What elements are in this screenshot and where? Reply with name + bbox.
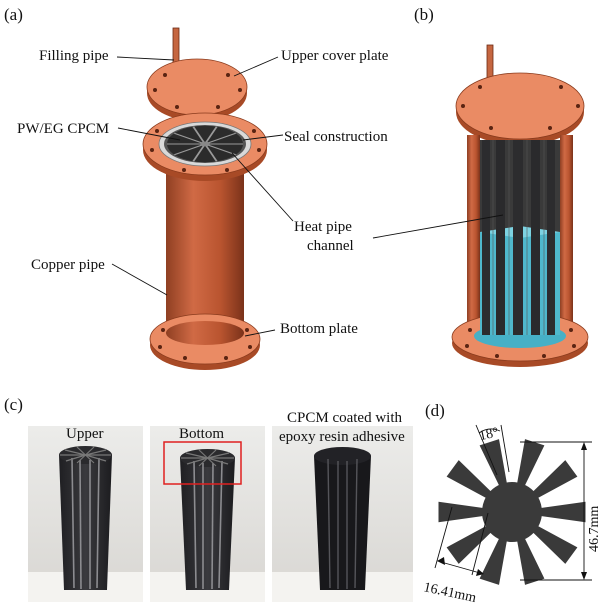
photo-upper bbox=[28, 426, 143, 602]
label-coated-line2: epoxy resin adhesive bbox=[279, 429, 405, 445]
label-filling-pipe: Filling pipe bbox=[39, 48, 109, 64]
label-bottom: Bottom bbox=[179, 426, 224, 442]
angle-dimension bbox=[475, 424, 510, 476]
panel-label-d: (d) bbox=[425, 401, 445, 420]
label-bottom-plate: Bottom plate bbox=[280, 321, 358, 337]
height-dimension bbox=[520, 441, 592, 581]
label-angle: 18° bbox=[478, 425, 500, 444]
photo-bottom bbox=[150, 426, 265, 602]
panel-a-leaders bbox=[111, 56, 294, 337]
pipe-side-left bbox=[467, 135, 480, 335]
cpcm-cross-section bbox=[438, 439, 586, 585]
label-height: 46.7mm bbox=[587, 506, 600, 552]
heat-pipe-leader-b bbox=[372, 214, 504, 239]
panel-label-a: (a) bbox=[4, 5, 23, 24]
panel-b-drawing bbox=[372, 44, 589, 367]
label-copper-pipe: Copper pipe bbox=[31, 257, 105, 273]
photo-coated bbox=[272, 426, 413, 602]
panel-label-c: (c) bbox=[4, 395, 23, 414]
upper-plate-b bbox=[455, 72, 585, 145]
panel-c-photos bbox=[28, 426, 413, 602]
label-pw-eg-cpcm: PW/EG CPCM bbox=[17, 121, 109, 137]
panel-label-b: (b) bbox=[414, 5, 434, 24]
label-heat-pipe: Heat pipe bbox=[294, 219, 352, 235]
panel-d-cross-section bbox=[434, 424, 592, 585]
label-coated-line1: CPCM coated with bbox=[287, 410, 402, 426]
cpcm-columns bbox=[480, 140, 560, 335]
label-upper: Upper bbox=[66, 426, 104, 442]
label-width: 16.41mm bbox=[422, 580, 477, 605]
pipe-side-right bbox=[560, 135, 573, 335]
label-upper-cover-plate: Upper cover plate bbox=[281, 48, 389, 64]
width-dimension bbox=[434, 506, 489, 576]
bottom-highlight-box bbox=[163, 441, 242, 485]
label-seal-construction: Seal construction bbox=[284, 129, 388, 145]
bottom-plate bbox=[149, 313, 261, 370]
pw-eg-cpcm-disk bbox=[167, 125, 243, 163]
upper-cover-plate bbox=[146, 58, 248, 121]
panel-a-drawing bbox=[111, 27, 294, 370]
label-channel: channel bbox=[307, 238, 354, 254]
